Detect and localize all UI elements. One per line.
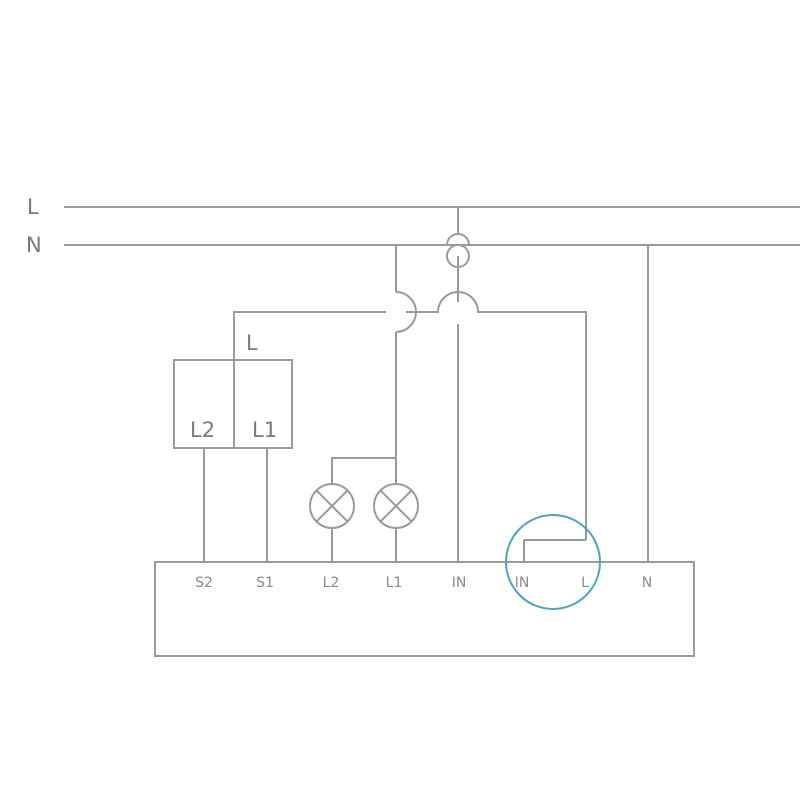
- neutral-rail-hop: [446, 233, 470, 246]
- neutral-rail-label: N: [26, 233, 42, 257]
- lamp-icon: [373, 483, 419, 529]
- switch-output-2-label: L2: [190, 418, 215, 442]
- terminal-label: S2: [195, 575, 213, 591]
- terminal-label: IN: [515, 575, 530, 591]
- switch-output-1-label: L1: [252, 418, 277, 442]
- terminal-label: IN: [452, 575, 467, 591]
- terminal-label: L2: [323, 575, 340, 591]
- terminal-label: L1: [386, 575, 403, 591]
- lamp-neutral-bus: [331, 457, 397, 484]
- line-rail-label: L: [27, 195, 39, 219]
- lamp-icon: [309, 483, 355, 529]
- highlight-circle: [505, 514, 601, 610]
- in-l-jumper: [523, 539, 586, 562]
- switch-input-label: L: [246, 331, 258, 355]
- terminal-label: L: [581, 575, 589, 591]
- terminal-label: N: [642, 575, 652, 591]
- neutral-rail: [64, 244, 800, 269]
- switch-feed: [233, 291, 587, 540]
- device-body: [154, 561, 695, 657]
- terminal-label: S1: [256, 575, 274, 591]
